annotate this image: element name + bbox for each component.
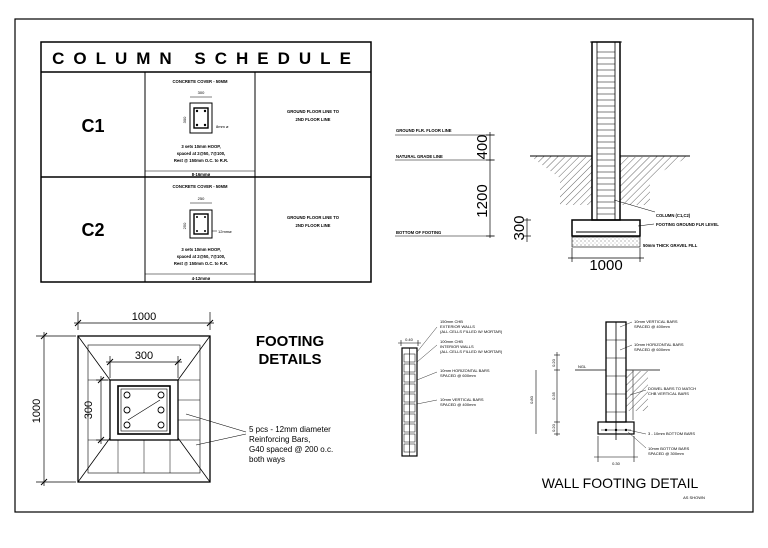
wf-dowel-line1: DOWEL BARS TO MATCH: [648, 386, 696, 391]
wf-dim-020a: 0.20: [551, 358, 556, 367]
column-schedule: COLUMN SCHEDULE C1 CONCRETE COVER - 50MM…: [40, 41, 372, 283]
wf-bottom-line1: 10mm BOTTOM BARS: [648, 446, 690, 451]
footing-note-line4: both ways: [249, 455, 285, 464]
dim-1000-footing: 1000: [589, 257, 622, 274]
wf-dowel-line2: CHB VERTICAL BARS: [648, 391, 689, 396]
plan-dim-300-top: 300: [135, 350, 153, 362]
c2-bars: 4-12mmø: [192, 276, 211, 281]
plan-dim-1000-left: 1000: [31, 399, 43, 423]
wall-horiz-line2: SPACED @ 600mm: [440, 373, 476, 378]
column-mark-c2: C2: [81, 220, 104, 240]
footing-label: FOOTING GROUND FLR LEVEL: [656, 222, 719, 227]
column-mark-c1: C1: [81, 116, 104, 136]
ext-wall-line3: (ALL CELLS FILLED W/ MORTAR): [440, 329, 503, 334]
int-wall-line1: 100mm CHB: [440, 339, 463, 344]
plan-dim-300-left: 300: [83, 401, 95, 419]
bottom-of-footing-label: BOTTOM OF FOOTING: [396, 230, 441, 235]
footing-heading-line1: FOOTING: [256, 333, 324, 350]
c1-bar-label: 8mm ø: [216, 124, 229, 129]
dim-1200: 1200: [474, 184, 491, 217]
gravel-label: 50mm THICK GRAVEL FILL: [643, 243, 698, 248]
dim-300: 300: [511, 215, 528, 240]
wf-horiz-line2: SPACED @ 600mm: [634, 347, 670, 352]
wall-vert-line2: SPACED @ 400mm: [440, 402, 476, 407]
footing-note-line1: 5 pcs - 12mm diameter: [249, 425, 331, 434]
c2-cover: CONCRETE COVER - 50MM: [173, 184, 228, 189]
c1-section-icon: [189, 102, 213, 134]
wf-bottom-bars-label: 3 - 10mm BOTTOM BARS: [648, 431, 695, 436]
wf-dim-020b: 0.20: [551, 423, 556, 432]
footing-note-line3: G40 spaced @ 200 o.c.: [249, 445, 333, 454]
dim-400: 400: [474, 134, 491, 159]
footing-heading-line2: DETAILS: [258, 351, 321, 368]
c1-cover: CONCRETE COVER - 50MM: [173, 79, 228, 84]
column-label: COLUMN (C1,C2): [656, 213, 691, 218]
c1-hoop-line3: Rest @ 150mm O.C. to R.R.: [174, 158, 228, 163]
wf-ngl: NGL: [578, 364, 587, 369]
plan-dim-1000-top: 1000: [132, 311, 156, 323]
wall-footing-scale: AS SHOWN: [683, 495, 705, 500]
chb-wall-section: 0.40 150mm CHB EXTERIOR WALLS (ALL CELLS…: [398, 319, 503, 457]
schedule-title: COLUMN SCHEDULE: [52, 49, 360, 68]
wall-horiz-line1: 10mm HORIZONTAL BARS: [440, 368, 490, 373]
int-wall-line3: (ALL CELLS FILLED W/ MORTAR): [440, 349, 503, 354]
c2-location-line1: GROUND FLOOR LINE TO: [287, 215, 340, 220]
wf-dim-080: 0.80: [529, 395, 534, 404]
wall-dim-040: 0.40: [405, 337, 414, 342]
wf-dim-035: 0.35: [551, 391, 556, 400]
wf-bottom-line2: SPACED @ 300mm: [648, 451, 684, 456]
ground-floor-line-label: GROUND FLR. FLOOR LINE: [396, 128, 452, 133]
wall-footing-title: WALL FOOTING DETAIL: [542, 475, 699, 491]
c2-bar-label: 12mmø: [218, 229, 232, 234]
c1-bars: 8-16mmø: [192, 172, 211, 177]
c2-hoop-line3: Rest @ 150mm O.C. to R.R.: [174, 261, 228, 266]
c1-hoop-line1: 3 sets 10mm HOOP,: [181, 144, 220, 149]
natural-grade-line-label: NATURAL GRADE LINE: [396, 154, 443, 159]
c1-dim-side: 300: [182, 116, 187, 123]
wf-vert-line2: SPACED @ 400mm: [634, 324, 670, 329]
wf-dim-030: 0.30: [612, 461, 621, 466]
wf-horiz-line1: 10mm HORIZONTAL BARS: [634, 342, 684, 347]
c2-dim-top: 250: [198, 196, 205, 201]
c2-hoop-line2: spaced at 2@50, 7@100,: [177, 254, 225, 259]
c1-dim-top: 300: [198, 90, 205, 95]
wf-vert-line1: 10mm VERTICAL BARS: [634, 319, 678, 324]
wall-vert-line1: 10mm VERTICAL BARS: [440, 397, 484, 402]
ext-wall-line2: EXTERIOR WALLS: [440, 324, 475, 329]
footing-note-line2: Reinforcing Bars,: [249, 435, 310, 444]
c1-location-line2: 2ND FLOOR LINE: [296, 117, 331, 122]
column-footing-section: GROUND FLR. FLOOR LINE NATURAL GRADE LIN…: [395, 41, 719, 274]
c2-dim-side: 250: [182, 222, 187, 229]
footing-plan: 1000 300 1000 300 FOOTING DETAILS 5 pcs …: [31, 311, 333, 486]
c2-hoop-line1: 3 sets 10mm HOOP,: [181, 247, 220, 252]
c2-section-icon: [189, 209, 213, 239]
ext-wall-line1: 150mm CHB: [440, 319, 463, 324]
c1-location-line1: GROUND FLOOR LINE TO: [287, 109, 340, 114]
c2-location-line2: 2ND FLOOR LINE: [296, 223, 331, 228]
int-wall-line2: INTERIOR WALLS: [440, 344, 474, 349]
wall-footing-detail: NGL 0.20 0.80 0.35 0.20 0.30 10mm VERTIC…: [529, 319, 705, 500]
sheet-border: [14, 18, 754, 513]
c1-hoop-line2: spaced at 2@50, 7@100,: [177, 151, 225, 156]
